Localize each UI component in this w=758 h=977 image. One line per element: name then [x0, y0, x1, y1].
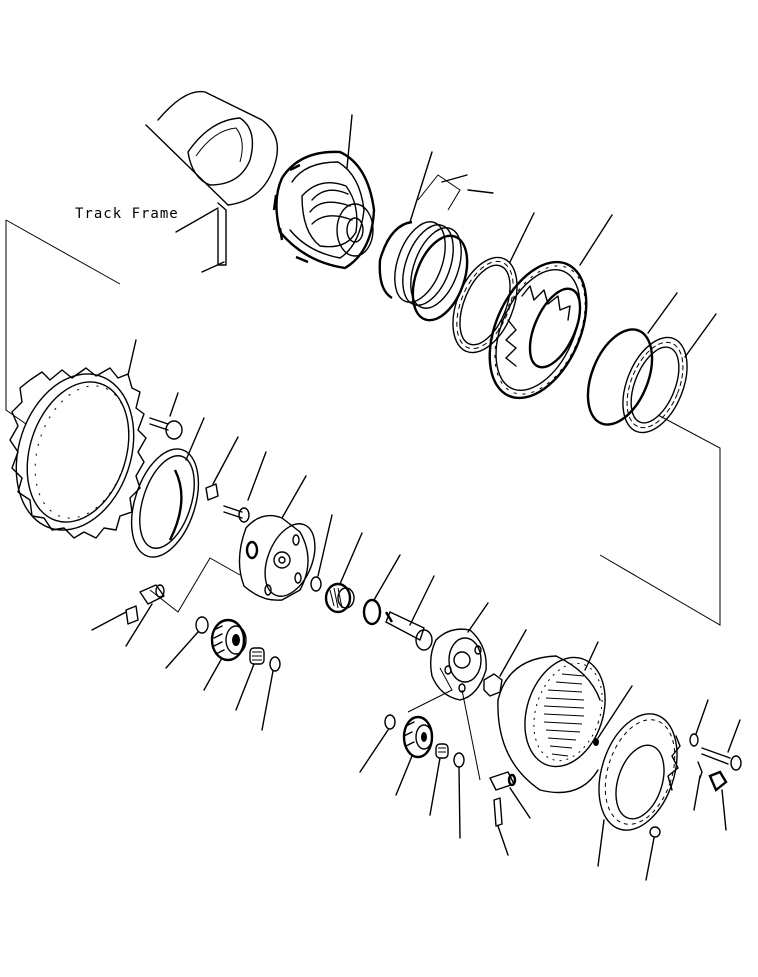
lock-plate-and-bolt — [205, 436, 267, 523]
final-drive-motor — [272, 114, 376, 270]
plug-small — [593, 685, 633, 746]
cover-plate — [130, 417, 205, 558]
track-frame-label: Track Frame — [75, 206, 179, 222]
planet-set-a — [91, 584, 281, 731]
planet-set-b — [359, 714, 465, 839]
ring-gear-hub — [488, 214, 613, 400]
cover-flange — [597, 713, 681, 881]
sun-gear-set — [310, 514, 401, 626]
ring-gear-no2 — [497, 641, 606, 794]
carrier-no1 — [238, 475, 316, 601]
sprocket — [9, 339, 147, 539]
hub-nut — [483, 629, 527, 697]
pin-set-b — [489, 771, 531, 856]
right-fasteners — [689, 699, 742, 831]
leader-lines — [5, 174, 721, 781]
sun-shaft — [384, 575, 435, 651]
track-frame-outline — [145, 90, 279, 273]
carrier-no2 — [429, 602, 489, 701]
sprocket-bolt — [149, 392, 183, 440]
floating-seal-group — [378, 151, 494, 322]
outer-bearing-set — [586, 292, 717, 434]
